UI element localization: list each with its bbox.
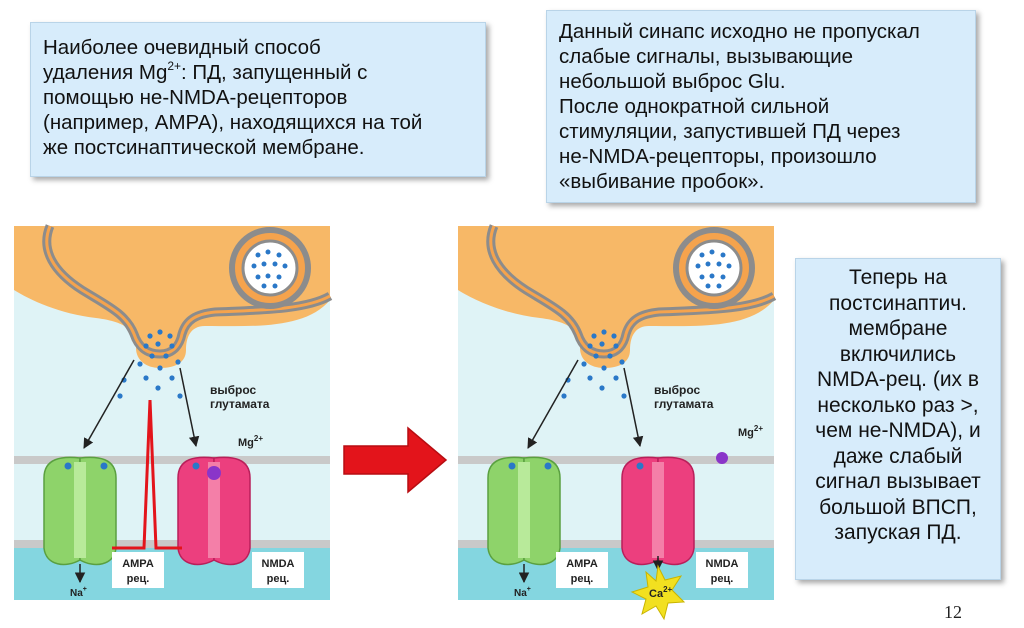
cleft-lower (14, 420, 330, 458)
na-label-sup: + (83, 586, 87, 593)
glutamate-to-ampa-arrow (83, 359, 135, 449)
transition-arrow (343, 426, 448, 494)
right-text-line: чем не-NMDA), и (815, 419, 981, 442)
ca-label-sup: 2+ (663, 585, 672, 594)
left-text-line: (например, АМРА), находящихся на той (43, 111, 423, 134)
ampa-label-bg (556, 552, 608, 588)
right-text-line: Теперь на (848, 266, 948, 289)
right-text-line: сигнал вызывает (815, 470, 981, 493)
mg-label-text: Mg (238, 437, 254, 449)
right-text-line: даже слабый (833, 444, 963, 468)
mg-label-sup: 2+ (254, 434, 263, 443)
top-right-text-line: небольшой выброс Glu. (559, 70, 786, 93)
mg-label: Mg2+ (238, 434, 263, 449)
ampa-label-bg (112, 552, 164, 588)
mg-label-sup: 2+ (754, 424, 763, 433)
page-number: 12 (944, 602, 962, 622)
right-synapse-panel: Ca2+ выброс глутамата Mg2+ AMPA рец. NMD… (458, 224, 777, 621)
release-label-line-1: выброс (210, 383, 257, 397)
right-text-line: постсинаптич. (829, 291, 967, 315)
left-synapse-panel: выброс глутамата Mg2+ AMPA рец. NMDA рец… (14, 224, 333, 600)
action-potential-trace (112, 399, 182, 550)
right-text-line: большой ВПСП, (819, 495, 977, 519)
na-label-sup: + (527, 586, 531, 593)
nmda-receptor (621, 456, 695, 566)
vesicle-lumen (241, 239, 299, 297)
release-label-line-1: выброс (654, 383, 701, 397)
nmda-label-bg (252, 552, 304, 588)
top-right-text-line: не-NMDA-рецепторы, произошло (559, 145, 877, 168)
ampa-label-line-1: AMPA (122, 558, 154, 570)
glutamate-to-ampa-arrow (527, 359, 579, 449)
ca-label-text: Ca (649, 588, 664, 600)
ampa-label-line-2: рец. (571, 573, 594, 585)
nmda-label-line-2: рец. (267, 573, 290, 585)
postsynaptic-membrane-bottom (14, 540, 330, 548)
na-label: Na+ (70, 586, 87, 599)
top-right-text-line: стимуляции, запустившей ПД через (559, 120, 901, 143)
vesicle-glutamate-dots (695, 249, 732, 289)
left-text-line-2-suffix: : ПД, запущенный с (181, 61, 368, 84)
na-label-text: Na (70, 588, 83, 599)
nmda-label-bg (696, 552, 748, 588)
ampa-label-line-2: рец. (127, 573, 150, 585)
nmda-label-line-1: NMDA (706, 558, 739, 570)
top-right-text-line: После однократной сильной (559, 95, 830, 118)
top-right-text-box: Данный синапс исходно не пропускал слабы… (546, 10, 976, 203)
top-right-text-line: слабые сигналы, вызывающие (559, 45, 854, 68)
vesicle-lumen (685, 239, 743, 297)
ca-label: Ca2+ (649, 585, 673, 600)
release-label-line-2: глутамата (654, 397, 714, 411)
right-text-line: мембране (848, 317, 948, 340)
left-text-line: удаления Mg2+: ПД, запущенный с (43, 60, 475, 85)
ampa-receptor (43, 456, 117, 566)
na-label: Na+ (514, 586, 531, 599)
nmda-label-line-1: NMDA (262, 558, 295, 570)
nmda-receptor (177, 456, 251, 566)
mg-label-text: Mg (738, 427, 754, 439)
nmda-label-line-2: рец. (711, 573, 734, 585)
left-text-line-2-prefix: удаления Mg (43, 61, 168, 84)
postsynaptic-membrane-bottom (458, 540, 774, 548)
left-text-box: Наиболее очевидный способ удаления Mg2+:… (30, 22, 486, 177)
mg-superscript: 2+ (167, 59, 182, 73)
left-text-line: Наиболее очевидный способ (43, 36, 321, 59)
top-right-text-line: Данный синапс исходно не пропускал (559, 20, 920, 43)
postsynaptic-membrane-top (458, 456, 774, 464)
mg-ion-blocker (207, 466, 221, 480)
released-glutamate-dots (117, 329, 183, 399)
right-text-line: NMDA-рец. (их в (816, 368, 980, 391)
right-text-line: включились (839, 342, 957, 366)
glutamate-to-nmda-arrow (179, 367, 200, 448)
left-text-line: же постсинаптической мембране. (43, 136, 365, 159)
top-right-text-line: «выбивание пробок». (559, 170, 765, 193)
ca-ion-star (630, 564, 686, 621)
ampa-label-line-1: AMPA (566, 558, 598, 570)
presynaptic-membrane-core (45, 225, 331, 356)
mg-ion-released (716, 452, 728, 464)
right-text-line: запуская ПД. (834, 521, 962, 544)
right-text-box: Теперь на постсинаптич. мембране включил… (795, 258, 1001, 580)
left-text-line: помощью не-NMDA-рецепторов (43, 86, 348, 109)
cleft-lower (458, 420, 774, 458)
na-label-text: Na (514, 588, 527, 599)
postsynaptic-membrane-top (14, 456, 330, 464)
right-text-line: несколько раз >, (817, 393, 979, 417)
mg-label: Mg2+ (738, 424, 763, 439)
release-label-line-2: глутамата (210, 397, 270, 411)
ampa-receptor (487, 456, 561, 566)
glutamate-to-nmda-arrow (623, 367, 644, 448)
vesicle-glutamate-dots (251, 249, 288, 289)
presynaptic-membrane-core (489, 225, 775, 356)
